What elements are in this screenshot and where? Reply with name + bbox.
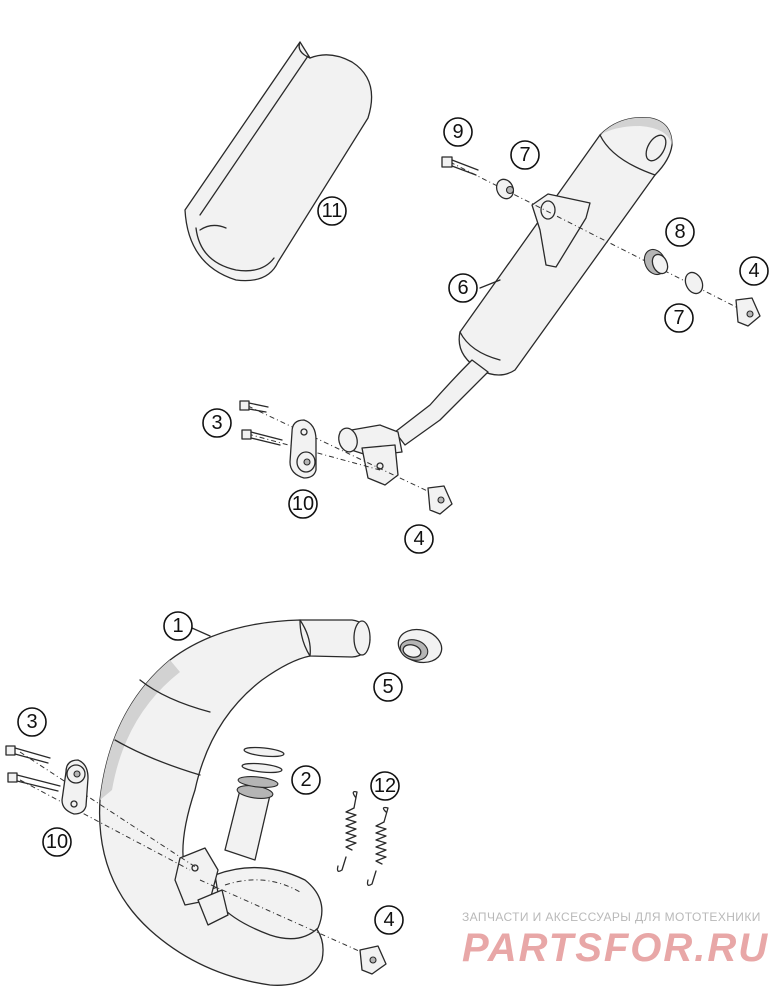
callout-12: 12 — [370, 771, 400, 801]
svg-text:8: 8 — [674, 221, 685, 243]
silencer — [338, 116, 673, 486]
svg-text:11: 11 — [322, 200, 343, 222]
callout-7-upper: 7 — [510, 140, 540, 170]
rubber-sleeve — [397, 628, 443, 664]
watermark: ЗАПЧАСТИ И АКСЕССУАРЫ ДЛЯ МОТОТЕХНИКИ PA… — [462, 910, 767, 971]
bracket-10-lower — [61, 759, 89, 815]
callout-10-lower: 10 — [42, 827, 72, 857]
svg-text:6: 6 — [457, 277, 468, 299]
svg-text:4: 4 — [748, 260, 759, 282]
callout-3-lower: 3 — [17, 707, 47, 737]
washer-7-lower — [684, 271, 704, 295]
svg-text:7: 7 — [519, 144, 530, 166]
leader-1 — [191, 627, 211, 637]
callout-1: 1 — [163, 611, 193, 641]
callout-9: 9 — [443, 117, 473, 147]
bolts-3-lower — [5, 745, 61, 792]
watermark-brand: PARTSFOR.RU — [462, 926, 770, 970]
svg-text:4: 4 — [383, 909, 394, 931]
svg-text:1: 1 — [172, 615, 183, 637]
svg-text:5: 5 — [382, 676, 393, 698]
svg-text:2: 2 — [300, 769, 311, 791]
callout-7-lower: 7 — [664, 303, 694, 333]
callout-5: 5 — [373, 672, 403, 702]
svg-text:4: 4 — [413, 528, 424, 550]
pipe-mounting-axis-2 — [19, 779, 191, 871]
lower-mounting-axis — [247, 405, 439, 497]
callout-4-upper: 4 — [739, 256, 769, 286]
watermark-tagline: ЗАПЧАСТИ И АКСЕССУАРЫ ДЛЯ МОТОТЕХНИКИ — [462, 910, 761, 924]
callout-2: 2 — [291, 765, 321, 795]
callout-4-lower: 4 — [374, 905, 404, 935]
svg-text:7: 7 — [673, 307, 684, 329]
spring-nut-4-lower — [359, 945, 387, 975]
heat-protection-sleeve — [184, 41, 373, 282]
callout-3-upper: 3 — [202, 408, 232, 438]
o-rings — [237, 746, 285, 788]
washer-7-upper — [495, 178, 515, 200]
bracket-10-upper — [289, 419, 317, 479]
svg-text:3: 3 — [211, 412, 222, 434]
callout-6: 6 — [448, 273, 478, 303]
exhaust-pipe — [98, 619, 371, 986]
springs — [336, 790, 389, 886]
bolts-3-upper — [239, 400, 283, 446]
bolt-9 — [441, 156, 479, 176]
svg-text:9: 9 — [452, 121, 463, 143]
callout-8: 8 — [665, 217, 695, 247]
svg-text:3: 3 — [26, 711, 37, 733]
callout-10-upper: 10 — [288, 489, 318, 519]
spring-nut-4-middle — [427, 485, 453, 515]
spring-nut-4-upper — [735, 297, 761, 327]
leader-6 — [479, 279, 501, 289]
svg-text:10: 10 — [292, 493, 314, 515]
rubber-grommet-8 — [643, 248, 669, 276]
callout-4-middle: 4 — [404, 524, 434, 554]
svg-text:10: 10 — [46, 831, 68, 853]
callout-11: 11 — [317, 196, 347, 226]
svg-text:12: 12 — [374, 775, 396, 797]
